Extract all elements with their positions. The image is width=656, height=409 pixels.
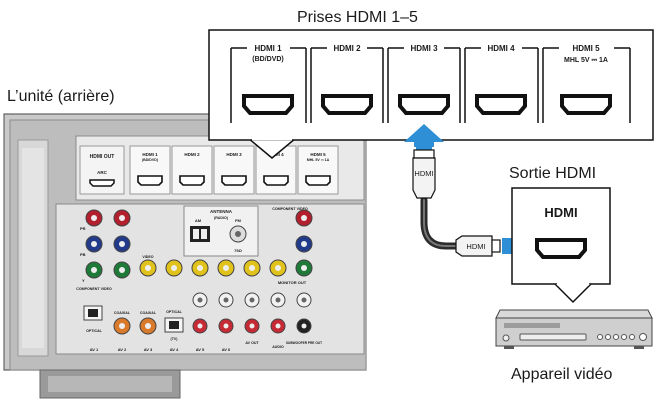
callout-port-4-name: HDMI 4 bbox=[487, 44, 515, 53]
callout-port-5-icon bbox=[560, 94, 612, 115]
panel-monitor-out: COMPONENT VIDEO MONITOR OUT AUDIO SUBWOO… bbox=[269, 207, 322, 349]
panel-hdmi-input-1: HDMI 1 (BD/DVD) bbox=[129, 145, 171, 195]
video-device-label: Appareil vidéo bbox=[511, 366, 613, 383]
device-front bbox=[495, 317, 653, 347]
callout-port-1-sub: (BD/DVD) bbox=[252, 56, 284, 63]
hdmi-jacks-title: Prises HDMI 1–5 bbox=[297, 9, 418, 26]
cable-plug-top-label: HDMI bbox=[414, 169, 433, 178]
device-port-label: HDMI bbox=[544, 205, 577, 220]
panel-av-out-label: AV OUT bbox=[245, 341, 259, 345]
hdmi-output-title: Sortie HDMI bbox=[509, 165, 596, 182]
panel-coaxial-label-2: COAXIAL bbox=[140, 311, 157, 315]
panel-hdmi-out-label: HDMI OUT bbox=[90, 154, 115, 160]
unit-rear-label: L’unité (arrière) bbox=[7, 88, 115, 105]
callout-frame bbox=[208, 29, 654, 141]
callout-port-1-icon bbox=[242, 94, 294, 115]
callout-port-4-icon bbox=[475, 94, 527, 115]
callout-port-1: HDMI 1 (BD/DVD) bbox=[230, 44, 307, 123]
panel-av-group-2: AV 2 bbox=[118, 347, 127, 352]
panel-pb-label: PB bbox=[80, 252, 86, 257]
arrow-up-icon bbox=[404, 124, 444, 147]
device-hdmi-port-icon bbox=[535, 238, 587, 259]
panel-hdmi-input-1-sub: (BD/DVD) bbox=[142, 158, 159, 162]
panel-monitor-out-label: MONITOR OUT bbox=[278, 280, 307, 285]
panel-hdmi-input-5-name: HDMI 5 bbox=[310, 152, 326, 157]
cable-plug-bottom: HDMI bbox=[455, 235, 501, 257]
panel-optical-label: OPTICAL bbox=[86, 329, 103, 333]
panel-av2-jacks: COAXIAL bbox=[113, 209, 131, 335]
panel-av-group-1: AV 1 bbox=[90, 347, 99, 352]
panel-component-video-label: COMPONENT VIDEO bbox=[76, 287, 112, 291]
panel-av-group-3: AV 3 bbox=[144, 347, 153, 352]
panel-antenna-label: ANTENNA bbox=[210, 209, 233, 214]
panel-coaxial-label-1: COAXIAL bbox=[114, 311, 131, 315]
panel-arc-label: ARC bbox=[97, 170, 107, 175]
panel-radio-label: (RADIO) bbox=[214, 216, 229, 220]
hdmi-jacks-callout: HDMI 1 (BD/DVD) HDMI 2 HDMI 3 bbox=[208, 29, 654, 159]
panel-av4-jacks: OPTICAL (TV) bbox=[164, 259, 184, 341]
device-top bbox=[495, 309, 653, 319]
panel-subwoofer-label: SUBWOOFER PRE OUT bbox=[286, 341, 322, 345]
panel-av1-component: PR PB Y COMPONENT VIDEO OPTICAL bbox=[76, 209, 112, 333]
panel-av-group-5: AV 5 bbox=[196, 347, 205, 352]
panel-ohm-label: 75Ω bbox=[234, 248, 242, 253]
callout-port-5-name: HDMI 5 bbox=[572, 44, 600, 53]
callout-port-5: HDMI 5 MHL 5V ⎓ 1A bbox=[542, 44, 631, 123]
receiver-rear-panel: HDMI OUT ARC HDMI 1 (BD/DVD) HDMI 2 HDMI… bbox=[3, 113, 367, 399]
panel-hdmi-input-3-name: HDMI 3 bbox=[226, 152, 242, 157]
panel-av3-jacks: VIDEO COAXIAL bbox=[139, 255, 157, 335]
callout-port-2-icon bbox=[321, 94, 373, 115]
panel-antenna-block: ANTENNA AM FM (RADIO) 75Ω bbox=[183, 205, 259, 257]
panel-av-group-6: AV 6 bbox=[222, 347, 231, 352]
cable-plug-bottom-label: HDMI bbox=[466, 242, 485, 251]
callout-port-3-name: HDMI 3 bbox=[410, 44, 438, 53]
panel-av5-av6-jacks: AV OUT bbox=[191, 259, 261, 345]
callout-port-5-sub: MHL 5V ⎓ 1A bbox=[564, 57, 608, 64]
panel-hdmi-out: HDMI OUT ARC bbox=[79, 145, 125, 195]
panel-fm-label: FM bbox=[235, 218, 241, 223]
panel-tv-label: (TV) bbox=[171, 337, 179, 341]
device-callout-frame bbox=[511, 187, 611, 285]
panel-am-label: AM bbox=[195, 218, 202, 223]
panel-hdmi-input-3: HDMI 3 bbox=[213, 145, 255, 195]
callout-port-4: HDMI 4 bbox=[464, 44, 539, 123]
panel-audio-label: AUDIO bbox=[272, 345, 284, 349]
panel-hdmi-input-5-sub: MHL 5V ⎓ 1A bbox=[307, 158, 330, 162]
callout-port-2: HDMI 2 bbox=[310, 44, 384, 123]
panel-hdmi-input-2: HDMI 2 bbox=[171, 145, 213, 195]
panel-component-video-label-2: COMPONENT VIDEO bbox=[272, 207, 308, 211]
callout-port-2-name: HDMI 2 bbox=[333, 44, 361, 53]
panel-hdmi-input-2-name: HDMI 2 bbox=[184, 152, 200, 157]
panel-hdmi-input-1-name: HDMI 1 bbox=[142, 152, 158, 157]
panel-av-group-4: AV 4 bbox=[170, 347, 179, 352]
panel-y-label: Y bbox=[82, 278, 85, 283]
callout-port-3: HDMI 3 bbox=[387, 44, 461, 123]
callout-port-1-name: HDMI 1 bbox=[254, 44, 282, 53]
callout-port-3-icon bbox=[398, 94, 450, 115]
device-hdmi-callout: HDMI bbox=[511, 187, 611, 304]
panel-av-group-labels: AV 1 AV 2 AV 3 AV 4 AV 5 AV 6 bbox=[90, 347, 231, 352]
panel-hdmi-input-4: HDMI 4 bbox=[255, 145, 297, 195]
panel-optical-label-2: OPTICAL bbox=[166, 310, 183, 314]
video-device bbox=[495, 309, 653, 349]
panel-pr-label: PR bbox=[80, 226, 86, 231]
cable-plug-top: HDMI bbox=[412, 149, 436, 199]
panel-hdmi-input-5: HDMI 5 MHL 5V ⎓ 1A bbox=[297, 145, 339, 195]
panel-video-label: VIDEO bbox=[142, 255, 153, 259]
